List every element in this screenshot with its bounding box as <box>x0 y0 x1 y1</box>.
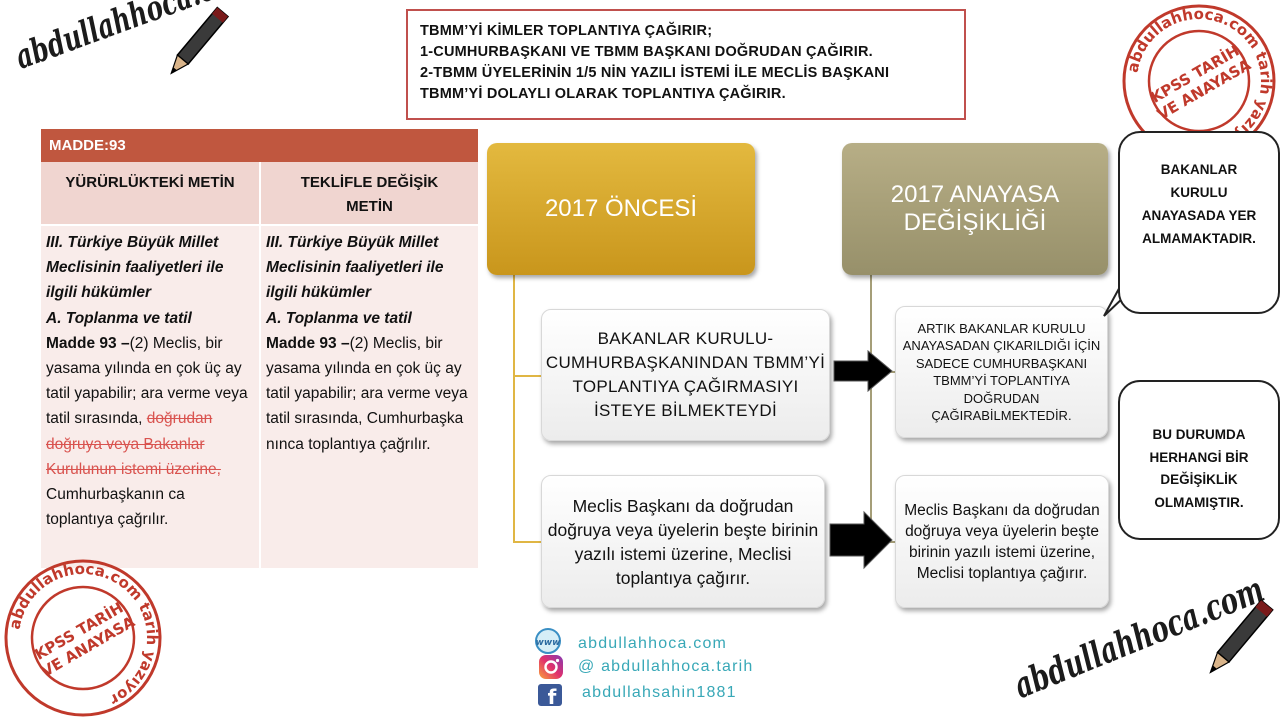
speech-bubble-no-change: BU DURUMDA HERHANGİ BİR DEĞİŞİKLİK OLMAM… <box>1118 380 1280 540</box>
connector-line <box>513 375 541 377</box>
website-link[interactable]: abdullahhoca.com <box>578 635 728 652</box>
article-text: (2) Meclis, bir yasama yılında en çok üç… <box>46 334 248 428</box>
article-text: (2) Meclis, bir yasama yılında en çok üç… <box>266 334 468 453</box>
struck-text: doğrudan doğruya veya Bakanlar Kurulunun… <box>46 410 221 478</box>
article-text: Cumhurbaşkanın ca toplantıya çağrılır. <box>46 486 185 529</box>
proposed-text-header-line: METİN <box>346 198 393 215</box>
instagram-icon <box>539 655 563 679</box>
connector-line <box>870 275 872 543</box>
article-paragraph: Madde 93 –(2) Meclis, bir yasama yılında… <box>266 331 474 457</box>
globe-icon-text: www <box>536 638 562 648</box>
before-2017-title: 2017 ÖNCESİ <box>544 195 698 222</box>
section-heading: III. Türkiye Büyük Millet Meclisinin faa… <box>46 234 224 302</box>
before-2017-header: 2017 ÖNCESİ <box>487 143 755 275</box>
after-item-cabinet: ARTIK BAKANLAR KURULU ANAYASADAN ÇIKARIL… <box>895 306 1108 438</box>
speech-bubble-text: BAKANLAR KURULU ANAYASADA YER ALMAMAKTAD… <box>1141 162 1257 246</box>
pencil-icon <box>170 6 230 75</box>
globe-icon: www <box>535 628 562 654</box>
subheading: A. Toplanma ve tatil <box>266 309 412 327</box>
stamp-logo-top-right: abdullahhoca.com tarih yazıyor KPSS TARİ… <box>1122 4 1276 158</box>
before-item-text: Meclis Başkanı da doğrudan doğruya veya … <box>547 495 819 588</box>
top-note-line: 2-TBMM ÜYELERİNİN 1/5 NİN YAZILI İSTEMİ … <box>420 65 890 81</box>
after-item-text: ARTIK BAKANLAR KURULU ANAYASADAN ÇIKARIL… <box>902 320 1101 424</box>
stamp-logo-bottom-left: abdullahhoca.com tarih yazıyor KPSS TARİ… <box>4 559 162 717</box>
pencil-icon <box>1209 599 1274 674</box>
current-text-header: YÜRÜRLÜKTEKİ METİN <box>41 162 259 224</box>
instagram-link[interactable]: @ abdullahhoca.tarih <box>578 658 754 675</box>
top-note-line: TBMM’Yİ KİMLER TOPLANTIYA ÇAĞIRIR; <box>420 23 713 39</box>
facebook-icon-text: f <box>548 685 557 709</box>
connector-line <box>513 275 515 543</box>
before-item-cabinet: BAKANLAR KURULU-CUMHURBAŞKANINDAN TBMM’Y… <box>541 309 830 441</box>
before-item-speaker: Meclis Başkanı da doğrudan doğruya veya … <box>541 475 825 608</box>
before-item-text: BAKANLAR KURULU-CUMHURBAŞKANINDAN TBMM’Y… <box>545 329 826 420</box>
current-text-body: III. Türkiye Büyük Millet Meclisinin faa… <box>41 226 259 568</box>
top-note-box: TBMM’Yİ KİMLER TOPLANTIYA ÇAĞIRIR; 1-CUM… <box>406 9 966 120</box>
after-item-speaker: Meclis Başkanı da doğrudan doğruya veya … <box>895 475 1109 608</box>
amendment-2017-header: 2017 ANAYASA DEĞİŞİKLİĞİ <box>842 143 1108 275</box>
facebook-link[interactable]: abdullahsahin1881 <box>582 684 737 701</box>
top-note-line: TBMM’Yİ DOLAYLI OLARAK TOPLANTIYA ÇAĞIRI… <box>420 86 786 102</box>
section-heading: III. Türkiye Büyük Millet Meclisinin faa… <box>266 234 444 302</box>
after-item-text: Meclis Başkanı da doğrudan doğruya veya … <box>904 501 1100 582</box>
speech-bubble-text: BU DURUMDA HERHANGİ BİR DEĞİŞİKLİK OLMAM… <box>1149 427 1249 510</box>
article-ref: Madde 93 – <box>266 334 350 352</box>
madde-title: MADDE:93 <box>41 129 478 162</box>
amendment-2017-title-line: 2017 ANAYASA <box>890 181 1060 208</box>
amendment-2017-title-line: DEĞİŞİKLİĞİ <box>903 209 1047 236</box>
top-note-line: 1-CUMHURBAŞKANI VE TBMM BAŞKANI DOĞRUDAN… <box>420 44 873 60</box>
subheading: A. Toplanma ve tatil <box>46 309 192 327</box>
proposed-text-body: III. Türkiye Büyük Millet Meclisinin faa… <box>261 226 478 568</box>
right-arrow-icon <box>829 510 893 570</box>
article-paragraph: Madde 93 –(2) Meclis, bir yasama yılında… <box>46 331 255 533</box>
proposed-text-header: TEKLİFLE DEĞİŞİK METİN <box>261 162 478 224</box>
right-arrow-icon <box>833 349 893 393</box>
article-ref: Madde 93 – <box>46 334 130 352</box>
proposed-text-header-line: TEKLİFLE DEĞİŞİK <box>300 174 439 191</box>
facebook-icon: f <box>538 684 562 709</box>
speech-bubble-cabinet: BAKANLAR KURULU ANAYASADA YER ALMAMAKTAD… <box>1118 131 1280 314</box>
current-text-header-label: YÜRÜRLÜKTEKİ METİN <box>65 174 235 191</box>
connector-line <box>513 541 541 543</box>
